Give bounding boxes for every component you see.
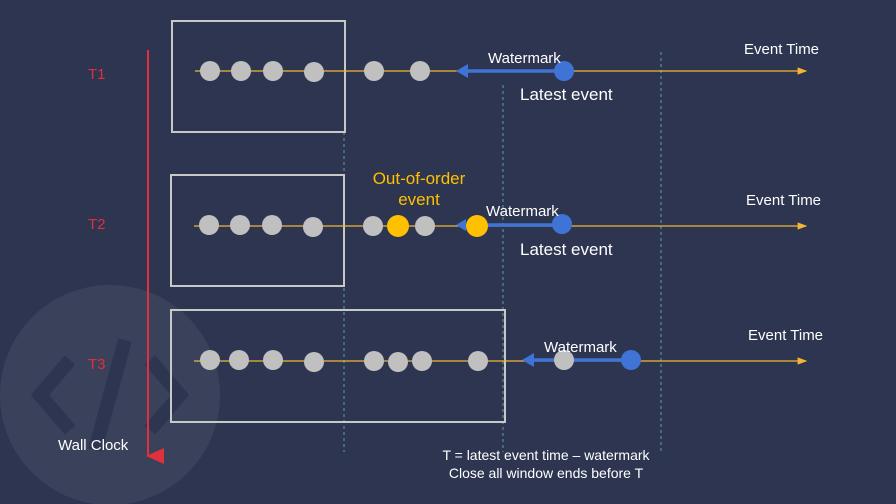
event-dot — [303, 217, 323, 237]
event-dot — [415, 216, 435, 236]
out-of-order-label-line2: event — [398, 190, 440, 209]
event-dot — [199, 215, 219, 235]
event-dot — [364, 351, 384, 371]
watermark-arrowhead-t2 — [456, 219, 466, 231]
event-dot — [229, 350, 249, 370]
event-dot — [263, 61, 283, 81]
event-dot — [200, 61, 220, 81]
window-box-t1 — [171, 20, 346, 133]
watermark-label-t1: Watermark — [488, 50, 561, 67]
window-box-t2 — [170, 174, 345, 287]
event-dot — [363, 216, 383, 236]
latest-event-label-t1: Latest event — [520, 85, 613, 104]
event-dot — [231, 61, 251, 81]
event-dot — [364, 61, 384, 81]
event-dot — [468, 351, 488, 371]
row-t3: T3 Event Time Watermark — [88, 309, 823, 423]
event-dot — [412, 351, 432, 371]
event-dot — [388, 352, 408, 372]
background-logo-icon — [0, 285, 220, 504]
axis-label-t1: Event Time — [744, 41, 819, 58]
footer-rule: Close all window ends before T — [449, 465, 644, 481]
event-dot — [262, 215, 282, 235]
time-label-t3: T3 — [88, 356, 106, 373]
latest-event-dot-t3 — [621, 350, 641, 370]
time-label-t1: T1 — [88, 66, 106, 83]
event-dot — [410, 61, 430, 81]
event-dot — [304, 62, 324, 82]
time-label-t2: T2 — [88, 216, 106, 233]
window-box-t3 — [170, 309, 506, 423]
out-of-order-label-line1: Out-of-order — [373, 169, 466, 188]
watermark-dot-t2 — [466, 215, 488, 237]
axis-label-t2: Event Time — [746, 192, 821, 209]
axis-label-t3: Event Time — [748, 327, 823, 344]
footer-formula: T = latest event time – watermark — [442, 447, 650, 463]
event-dot — [230, 215, 250, 235]
event-dot — [304, 352, 324, 372]
latest-event-label-t2: Latest event — [520, 240, 613, 259]
watermark-arrowhead-t3 — [522, 353, 534, 367]
event-dot — [200, 350, 220, 370]
watermark-label-t2: Watermark — [486, 203, 559, 220]
event-dot — [554, 350, 574, 370]
latest-event-dot-t2 — [552, 214, 572, 234]
event-dot — [263, 350, 283, 370]
watermark-label-t3: Watermark — [544, 339, 617, 356]
row-t2: T2 Event Time Out-of-order event Waterma… — [88, 169, 821, 287]
row-t1: T1 Event Time Watermark Latest event — [88, 20, 819, 133]
watermark-arrowhead-t1 — [456, 64, 468, 78]
out-of-order-event-dot — [387, 215, 409, 237]
latest-event-dot-t1 — [554, 61, 574, 81]
wall-clock-label: Wall Clock — [58, 437, 129, 454]
